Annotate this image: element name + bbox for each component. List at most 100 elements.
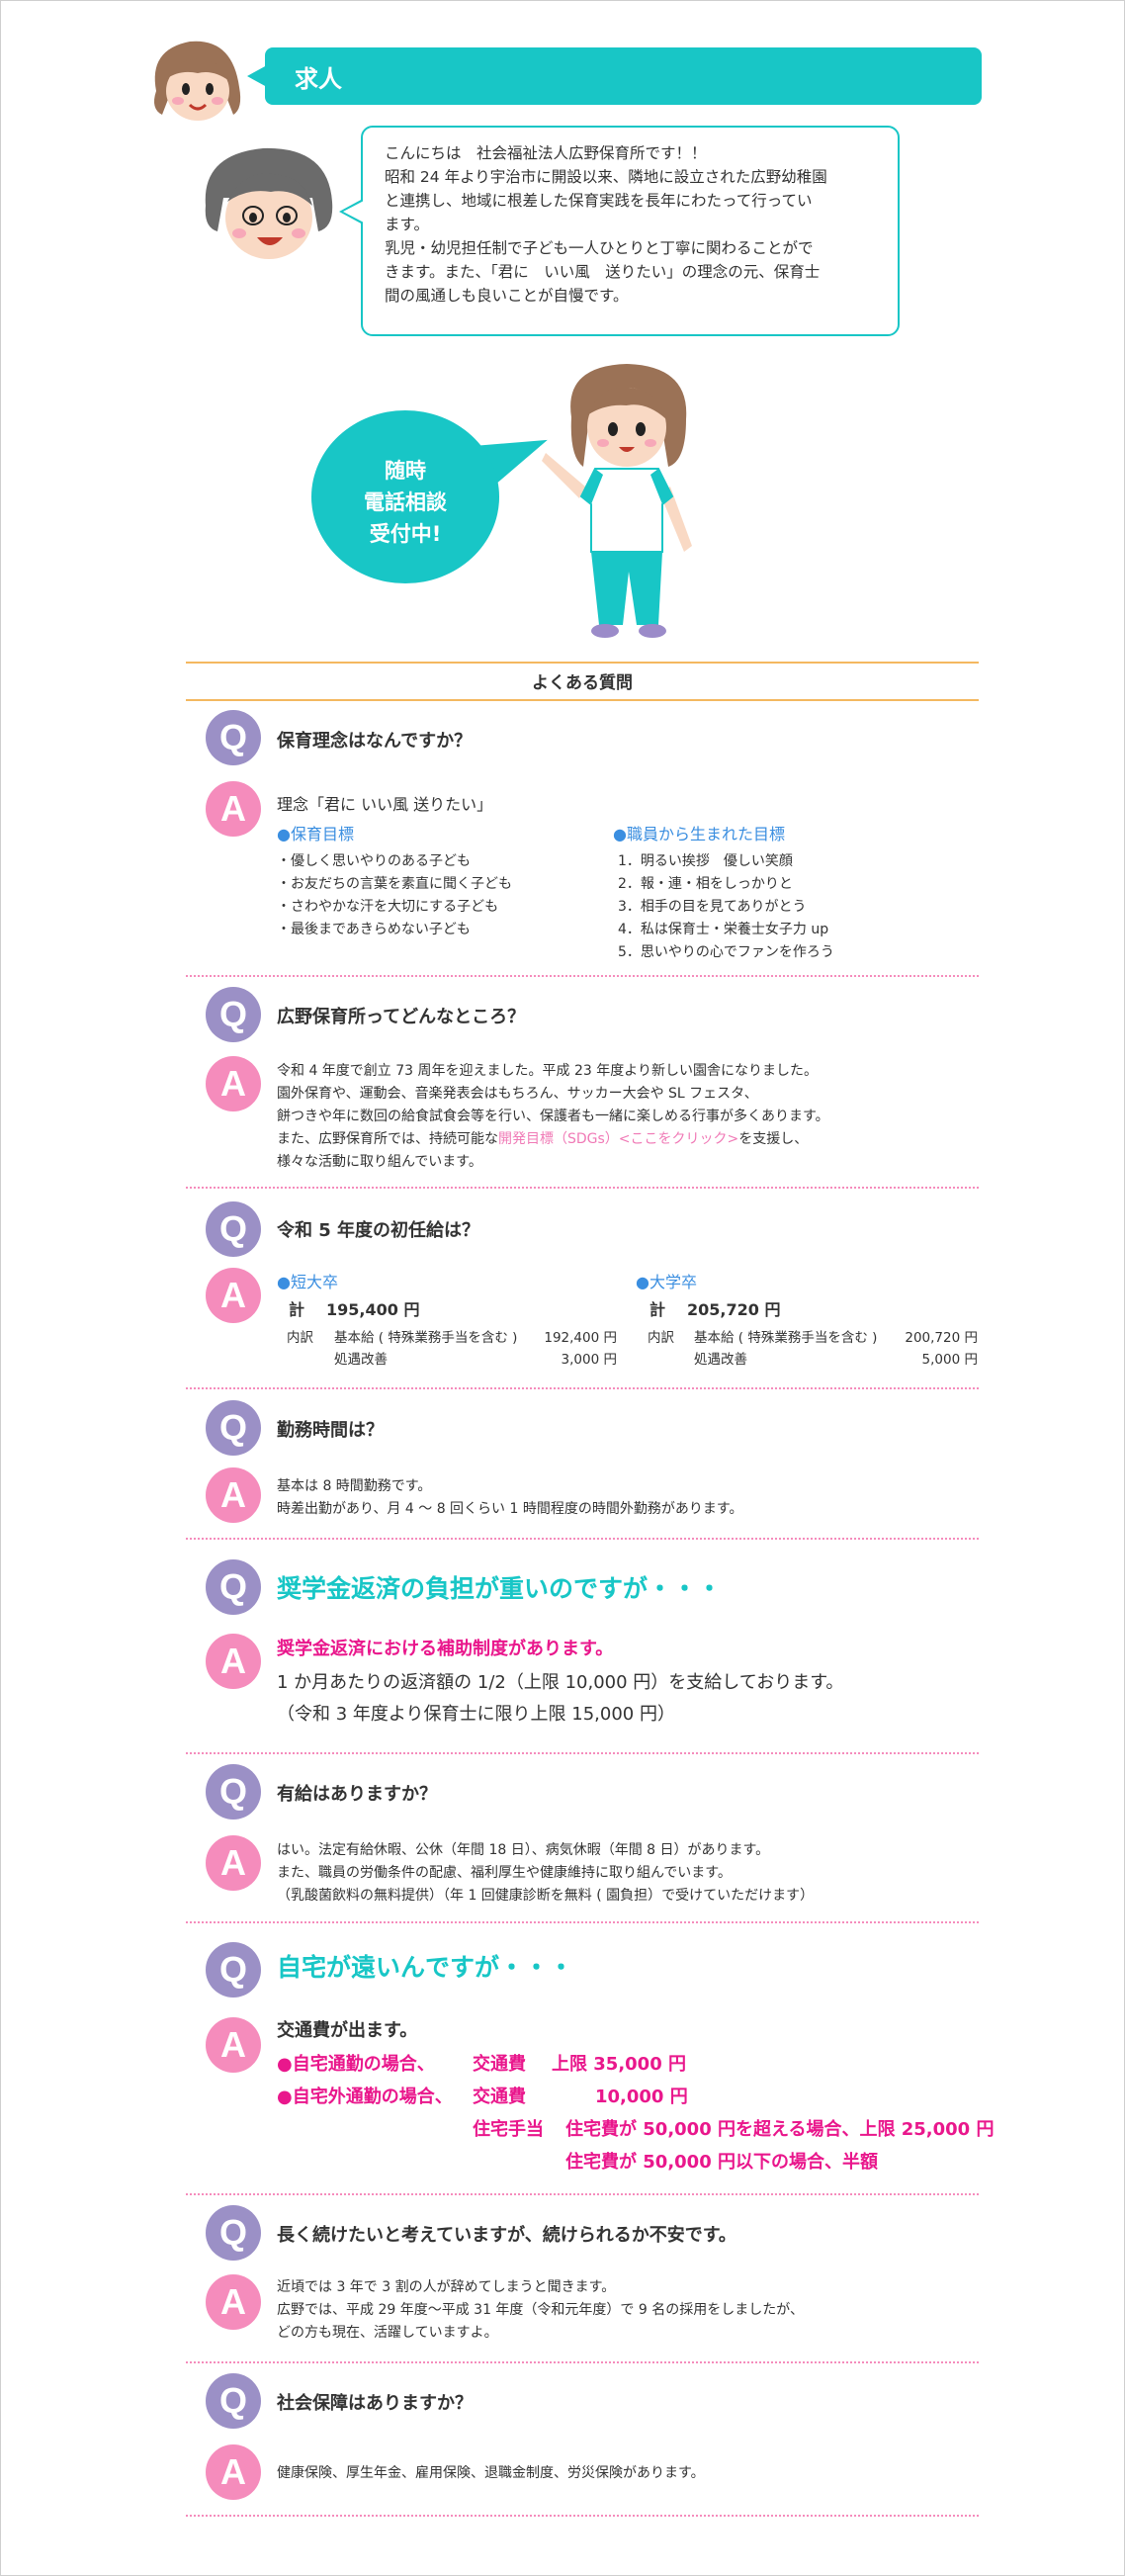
- home-commute-label: ●自宅通勤の場合、: [277, 2054, 435, 2075]
- junior-college-title: ●短大卒: [277, 1273, 338, 1291]
- faq-divider: [186, 1921, 979, 1923]
- staff-goal-item: 5．思いやりの心でファンを作ろう: [618, 944, 834, 960]
- answer-line: 園外保育や、運動会、音楽発表会はもちろん、サッカー大会や SL フェスタ、: [277, 1086, 758, 1102]
- answer-line: （乳酸菌飲料の無料提供）（年 1 回健康診断を無料 ( 園負担）で受けていただけ…: [277, 1888, 815, 1904]
- answer-line: 様々な活動に取り組んでいます。: [277, 1154, 482, 1170]
- intro-line: きます。また、「君に いい風 送りたい」の理念の元、保育士: [385, 263, 821, 281]
- answer-badge-icon: A: [206, 2444, 261, 2500]
- faq-divider: [186, 2515, 979, 2517]
- answer-line: 時差出勤があり、月 4 〜 8 回くらい 1 時間程度の時間外勤務があります。: [277, 1501, 743, 1517]
- intro-message: こんにちは 社会福祉法人広野保育所です！！ 昭和 24 年より宇治市に開設以来、…: [339, 126, 900, 336]
- answer-line: 広野では、平成 29 年度〜平成 31 年度（令和元年度）で 9 名の採用をしま…: [277, 2302, 804, 2318]
- question-text: 社会保障はありますか？: [277, 2393, 473, 2414]
- consult-line: 随時: [385, 459, 426, 483]
- intro-line: 間の風通しも良いことが自慢です。: [385, 287, 629, 305]
- faq-divider: [186, 1538, 979, 1540]
- question-text: 保育理念はなんですか？: [277, 731, 473, 752]
- staff-goal-item: 1．明るい挨拶 優しい笑顔: [618, 853, 793, 869]
- goal-item: ・最後まであきらめない子ども: [277, 922, 471, 937]
- housing-condition: 住宅費が 50,000 円以下の場合、半額: [565, 2152, 878, 2173]
- university-breakdown-label: 内訳: [648, 1330, 674, 1346]
- university-improve-label: 処遇改善: [694, 1352, 747, 1368]
- answer-badge-icon: A: [206, 781, 261, 837]
- consult-bubble: [311, 410, 499, 583]
- university-base: 200,720 円: [905, 1330, 978, 1346]
- away-commute-label: ●自宅外通勤の場合、: [277, 2087, 453, 2107]
- answer-line-prefix: また、広野保育所では、持続可能な: [277, 1131, 498, 1147]
- answer-line: 令和 4 年度で創立 73 周年を迎えました。平成 23 年度より新しい園舎にな…: [277, 1063, 818, 1079]
- question-text: 長く続けたいと考えていますが、続けられるか不安です。: [277, 2225, 736, 2246]
- answer-badge-icon: A: [206, 2274, 261, 2330]
- question-badge-icon: Q: [206, 2373, 261, 2429]
- answer-line: 健康保険、厚生年金、雇用保険、退職金制度、労災保険があります。: [277, 2465, 705, 2481]
- question-badge-icon: Q: [206, 1400, 261, 1456]
- question-badge-icon: Q: [206, 1201, 261, 1257]
- intro-line: 乳児・幼児担任制で子ども一人ひとりと丁寧に関わることがで: [385, 239, 814, 257]
- away-fee-label: 交通費: [473, 2087, 526, 2107]
- question-badge-icon: Q: [206, 1764, 261, 1820]
- answer-line: どの方も現在、活躍していますよ。: [277, 2325, 498, 2341]
- answer-badge-icon: A: [206, 2017, 261, 2073]
- junior-base-label: 基本給 ( 特殊業務手当を含む ): [334, 1330, 518, 1346]
- faq-divider: [186, 975, 979, 977]
- junior-improve-label: 処遇改善: [334, 1352, 388, 1368]
- answer-badge-icon: A: [206, 1467, 261, 1523]
- answer-title: 交通費が出ます。: [277, 2020, 418, 2041]
- staff-goal-item: 4．私は保育士・栄養士女子力 up: [618, 922, 829, 937]
- answer-badge-icon: A: [206, 1268, 261, 1323]
- intro-line: と連携し、地域に根差した保育実践を長年にわたって行ってい: [385, 192, 813, 210]
- staff-girl-illustration-icon: [542, 364, 692, 638]
- question-badge-icon: Q: [206, 987, 261, 1042]
- faq-divider-top: [186, 662, 979, 664]
- intro-line: こんにちは 社会福祉法人広野保育所です！！: [385, 144, 707, 162]
- faq-divider-bottom: [186, 699, 979, 701]
- university-improve: 5,000 円: [921, 1352, 978, 1368]
- answer-line: はい。法定有給休暇、公休（年間 18 日）、病気休暇（年間 8 日）があります。: [277, 1842, 770, 1858]
- staff-goal-item: 2．報・連・相をしっかりと: [618, 876, 793, 892]
- home-fee-label: 交通費: [473, 2054, 526, 2075]
- director-avatar-icon: [205, 147, 333, 259]
- faq-divider: [186, 2193, 979, 2195]
- junior-total-label: 計: [289, 1300, 305, 1319]
- consult-line: 電話相談: [364, 490, 447, 514]
- goal-item: ・さわやかな汗を大切にする子ども: [277, 899, 499, 915]
- question-badge-icon: Q: [206, 710, 261, 765]
- faq-divider: [186, 1752, 979, 1754]
- question-text: 令和 5 年度の初任給は？: [277, 1220, 480, 1241]
- answer-title: 奨学金返済における補助制度があります。: [277, 1639, 614, 1659]
- answer-line: 餅つきや年に数回の給食試食会等を行い、保護者も一緒に楽しめる行事が多くあります。: [277, 1109, 829, 1124]
- answer-badge-icon: A: [206, 1835, 261, 1891]
- nursery-teacher-avatar-icon: [154, 41, 241, 121]
- faq-divider: [186, 1387, 979, 1389]
- answer-line: 近頃では 3 年で 3 割の人が辞めてしまうと聞きます。: [277, 2279, 616, 2295]
- answer-badge-icon: A: [206, 1056, 261, 1111]
- goal-item: ・お友だちの言葉を素直に聞く子ども: [277, 876, 512, 892]
- university-base-label: 基本給 ( 特殊業務手当を含む ): [694, 1330, 878, 1346]
- header-banner: 求人: [247, 47, 982, 105]
- sdgs-link[interactable]: 開発目標（SDGs）<ここをクリック>: [498, 1131, 739, 1147]
- junior-breakdown-label: 内訳: [287, 1330, 313, 1346]
- faq-title: よくある質問: [532, 673, 633, 693]
- faq-divider: [186, 2361, 979, 2363]
- home-fee: 上限 35,000 円: [552, 2054, 686, 2075]
- question-badge-icon: Q: [206, 1942, 261, 1998]
- university-total: 205,720 円: [687, 1300, 781, 1319]
- answer-line: （令和 3 年度より保育士に限り上限 15,000 円）: [277, 1704, 675, 1725]
- housing-condition: 住宅費が 50,000 円を超える場合、上限 25,000 円: [565, 2119, 995, 2140]
- junior-total: 195,400 円: [326, 1300, 420, 1319]
- housing-label: 住宅手当: [473, 2119, 544, 2140]
- answer-title: 理念「君に いい風 送りたい」: [277, 795, 493, 814]
- consult-line: 受付中!: [369, 522, 442, 546]
- question-text: 自宅が遠いんですが・・・: [277, 1953, 574, 1982]
- question-badge-icon: Q: [206, 2205, 261, 2261]
- answer-line: また、広野保育所では、持続可能な開発目標（SDGs）<ここをクリック>を支援し、: [277, 1128, 808, 1150]
- away-fee: 10,000 円: [595, 2087, 688, 2107]
- junior-improve: 3,000 円: [561, 1352, 617, 1368]
- consult-text: 随時 電話相談 受付中!: [311, 455, 499, 550]
- answer-line: 基本は 8 時間勤務です。: [277, 1478, 432, 1494]
- answer-line-suffix: を支援し、: [738, 1131, 809, 1147]
- question-text: 有給はありますか？: [277, 1784, 437, 1805]
- goal-item: ・優しく思いやりのある子ども: [277, 853, 471, 869]
- faq-divider: [186, 1187, 979, 1189]
- question-text: 勤務時間は？: [277, 1420, 384, 1441]
